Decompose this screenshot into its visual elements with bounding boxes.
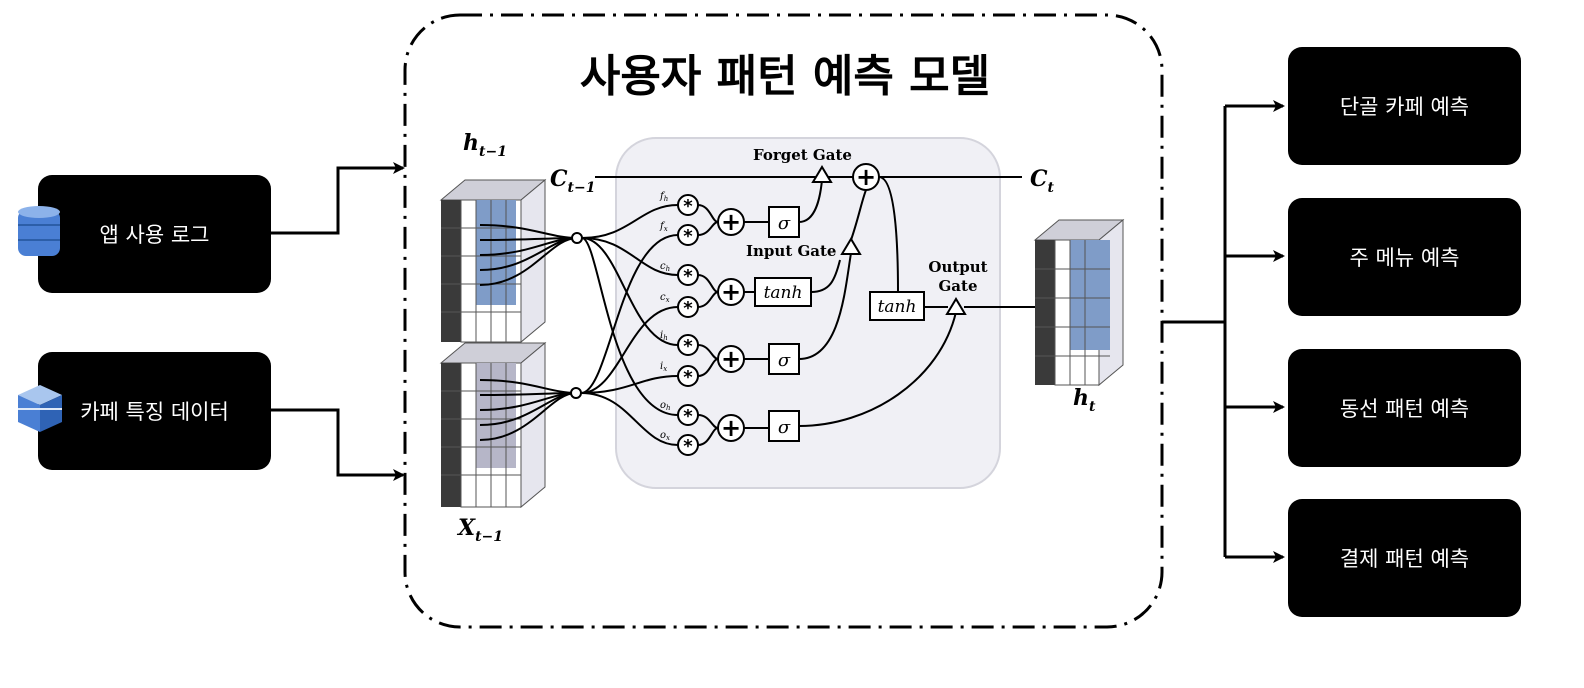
- page-title: 사용자 패턴 예측 모델: [579, 51, 991, 102]
- branch-lines: [580, 204, 679, 446]
- svg-text:+: +: [721, 208, 741, 236]
- output-label-payment-pattern: 결제 패턴 예측: [1339, 547, 1470, 571]
- label-x-prev: Xt−1: [456, 515, 503, 545]
- label-h-next: ht: [1073, 385, 1096, 415]
- label-c-next: Ct: [1030, 166, 1055, 196]
- grid-h-prev: [439, 178, 547, 344]
- svg-text:tanh: tanh: [878, 297, 917, 317]
- node-h: [571, 232, 583, 244]
- svg-text:+: +: [721, 345, 741, 373]
- svg-text:σ: σ: [778, 350, 791, 371]
- svg-text:*: *: [683, 298, 693, 319]
- input-gate-triangle: [840, 237, 862, 255]
- database-icon: [18, 206, 60, 256]
- input-label-cafe-features: 카페 특징 데이터: [80, 400, 229, 424]
- tanh-box-output: tanh: [869, 291, 925, 321]
- weight-label-fx: fx: [659, 221, 668, 233]
- forget-gate-label: Forget Gate: [753, 146, 852, 164]
- output-box-route-pattern: 동선 패턴 예측: [1288, 349, 1521, 467]
- svg-text:*: *: [683, 226, 693, 247]
- weight-label-ih: ih: [660, 330, 668, 342]
- svg-text:*: *: [683, 367, 693, 388]
- output-label-regular-cafe: 단골 카페 예측: [1339, 95, 1470, 119]
- mult-nodes: * * * * * * * *: [677, 194, 699, 457]
- sigma-box-i: σ: [768, 343, 800, 375]
- weight-label-cx: cx: [660, 292, 670, 304]
- svg-text:*: *: [683, 266, 693, 287]
- output-label-route-pattern: 동선 패턴 예측: [1339, 397, 1470, 421]
- sum-node-f: +: [717, 208, 745, 236]
- tanh-box-c: tanh: [754, 277, 812, 307]
- input-box-app-log: 앱 사용 로그: [38, 175, 271, 293]
- sigma-box-o: σ: [768, 410, 800, 442]
- svg-text:+: +: [721, 278, 741, 306]
- label-c-prev: Ct−1: [550, 166, 595, 196]
- svg-text:σ: σ: [778, 417, 791, 438]
- output-box-payment-pattern: 결제 패턴 예측: [1288, 499, 1521, 617]
- fan-lines-h: [479, 224, 578, 286]
- lstm-cell-panel: [615, 137, 1001, 489]
- weight-label-oh: oh: [660, 400, 671, 412]
- output-gate-label-line1: Output: [928, 258, 987, 276]
- label-h-prev: ht−1: [463, 130, 507, 160]
- output-box-main-menu: 주 메뉴 예측: [1288, 198, 1521, 316]
- svg-text:+: +: [721, 414, 741, 442]
- cell-state-sum-node: +: [852, 163, 880, 191]
- weight-label-fh: fh: [659, 191, 668, 203]
- svg-text:*: *: [683, 196, 693, 217]
- output-gate-triangle: [945, 297, 967, 315]
- grid-h-next: [1033, 218, 1125, 387]
- weight-label-ix: ix: [660, 361, 667, 373]
- sigma-box-f: σ: [768, 206, 800, 238]
- sum-node-i: +: [717, 345, 745, 373]
- svg-text:*: *: [683, 436, 693, 457]
- node-x: [570, 387, 582, 399]
- sum-node-o: +: [717, 414, 745, 442]
- svg-text:tanh: tanh: [764, 283, 803, 303]
- forget-gate-triangle: [811, 165, 833, 183]
- arrow-app-log: [271, 162, 405, 235]
- sum-nodes: + + + +: [717, 208, 745, 442]
- svg-text:+: +: [856, 163, 876, 191]
- svg-text:*: *: [683, 336, 693, 357]
- output-box-regular-cafe: 단골 카페 예측: [1288, 47, 1521, 165]
- output-label-main-menu: 주 메뉴 예측: [1349, 246, 1460, 270]
- fan-lines-x: [479, 379, 577, 441]
- arrow-cafe-features: [271, 408, 405, 481]
- svg-text:*: *: [683, 406, 693, 427]
- sum-node-c: +: [717, 278, 745, 306]
- input-gate-label: Input Gate: [746, 242, 836, 260]
- input-label-app-log: 앱 사용 로그: [99, 223, 210, 247]
- weight-label-ch: ch: [660, 261, 670, 273]
- cube-stack-icon: [18, 385, 62, 432]
- weight-label-ox: ox: [660, 430, 670, 442]
- input-box-cafe-features: 카페 특징 데이터: [38, 352, 271, 470]
- svg-text:σ: σ: [778, 213, 791, 234]
- output-gate-label-line2: Gate: [938, 277, 977, 295]
